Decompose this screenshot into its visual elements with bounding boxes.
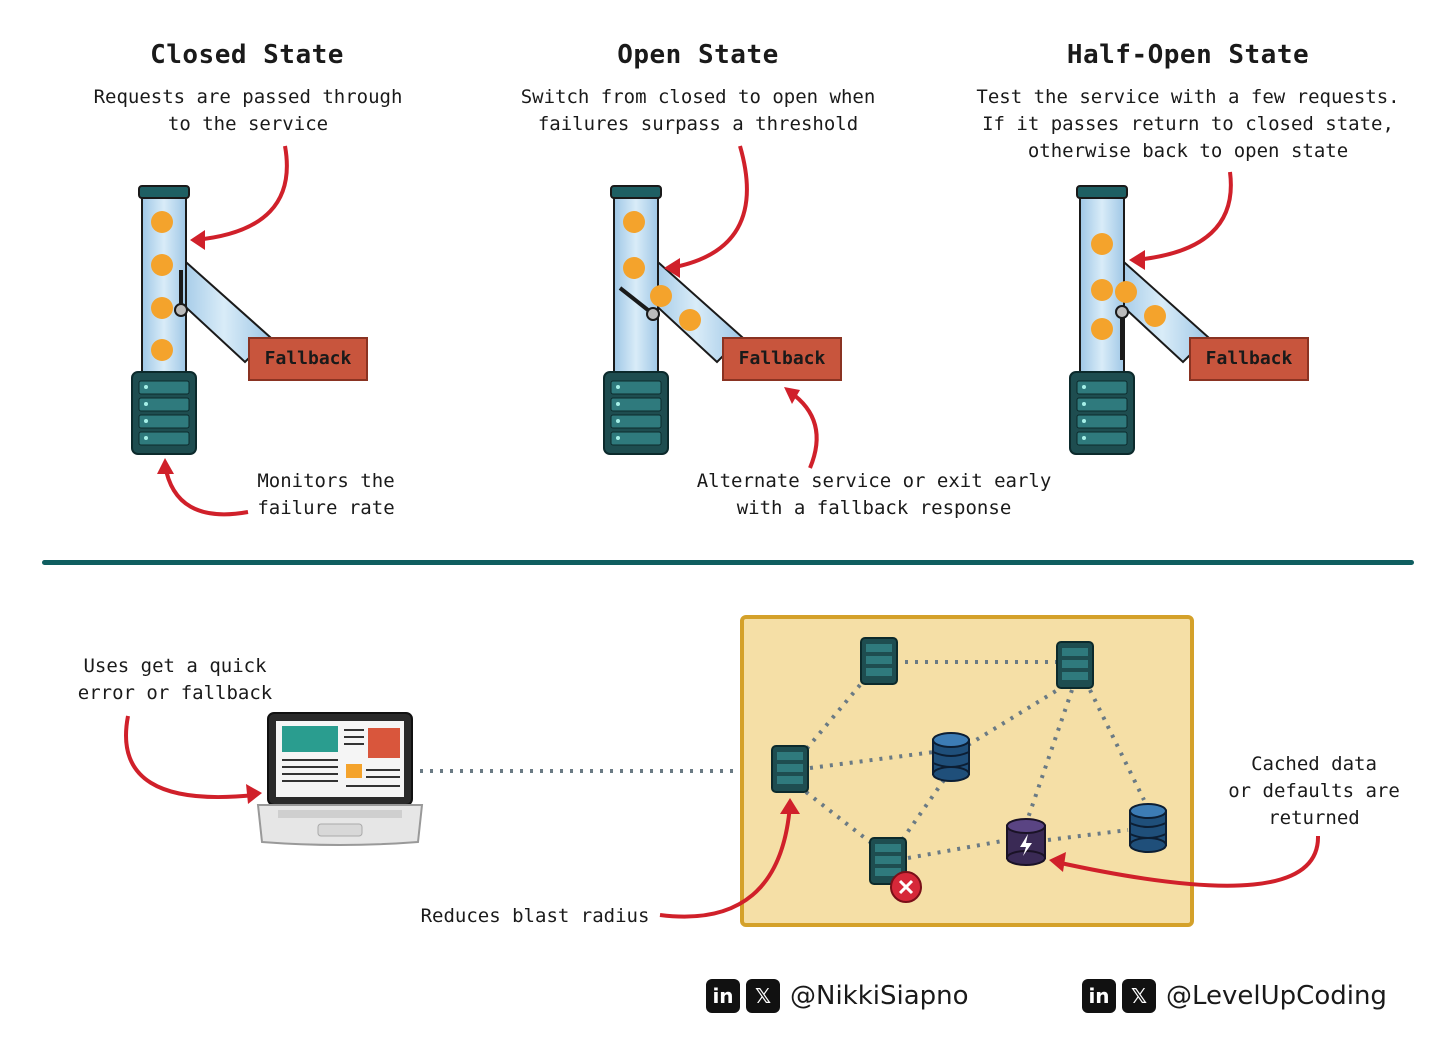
blast-radius-note: Reduces blast radius — [420, 905, 650, 927]
database-icon — [1129, 803, 1167, 853]
laptop-icon — [256, 712, 424, 846]
half-open-state-fallback: Fallback — [1189, 337, 1309, 381]
author-handle-text: @NikkiSiapno — [790, 980, 969, 1011]
section-divider — [42, 560, 1414, 565]
x-icon: 𝕏 — [1122, 978, 1156, 1013]
closed-state-server-icon — [131, 371, 197, 455]
error-icon — [890, 871, 922, 903]
cache-database-icon — [1006, 818, 1046, 866]
database-icon — [932, 732, 970, 782]
linkedin-icon: in — [706, 978, 740, 1013]
closed-state-pipe — [138, 185, 272, 375]
closed-state-title: Closed State — [150, 40, 344, 70]
open-state-server-icon — [603, 371, 669, 455]
linkedin-icon: in — [1082, 978, 1116, 1013]
open-state-title: Open State — [617, 40, 779, 70]
closed-state-fallback: Fallback — [248, 337, 368, 381]
open-state-fallback: Fallback — [722, 337, 842, 381]
half-open-state-pipe — [1076, 185, 1210, 375]
half-open-state-title: Half-Open State — [1066, 40, 1310, 70]
x-icon: 𝕏 — [746, 978, 780, 1013]
network-server-icon — [860, 637, 898, 685]
half-open-state-description: Test the service with a few requests.If … — [976, 86, 1400, 162]
network-server-icon — [1056, 641, 1094, 689]
half-open-state-server-icon — [1069, 371, 1135, 455]
network-server-icon — [771, 745, 809, 793]
brand-handle-text: @LevelUpCoding — [1166, 980, 1387, 1011]
